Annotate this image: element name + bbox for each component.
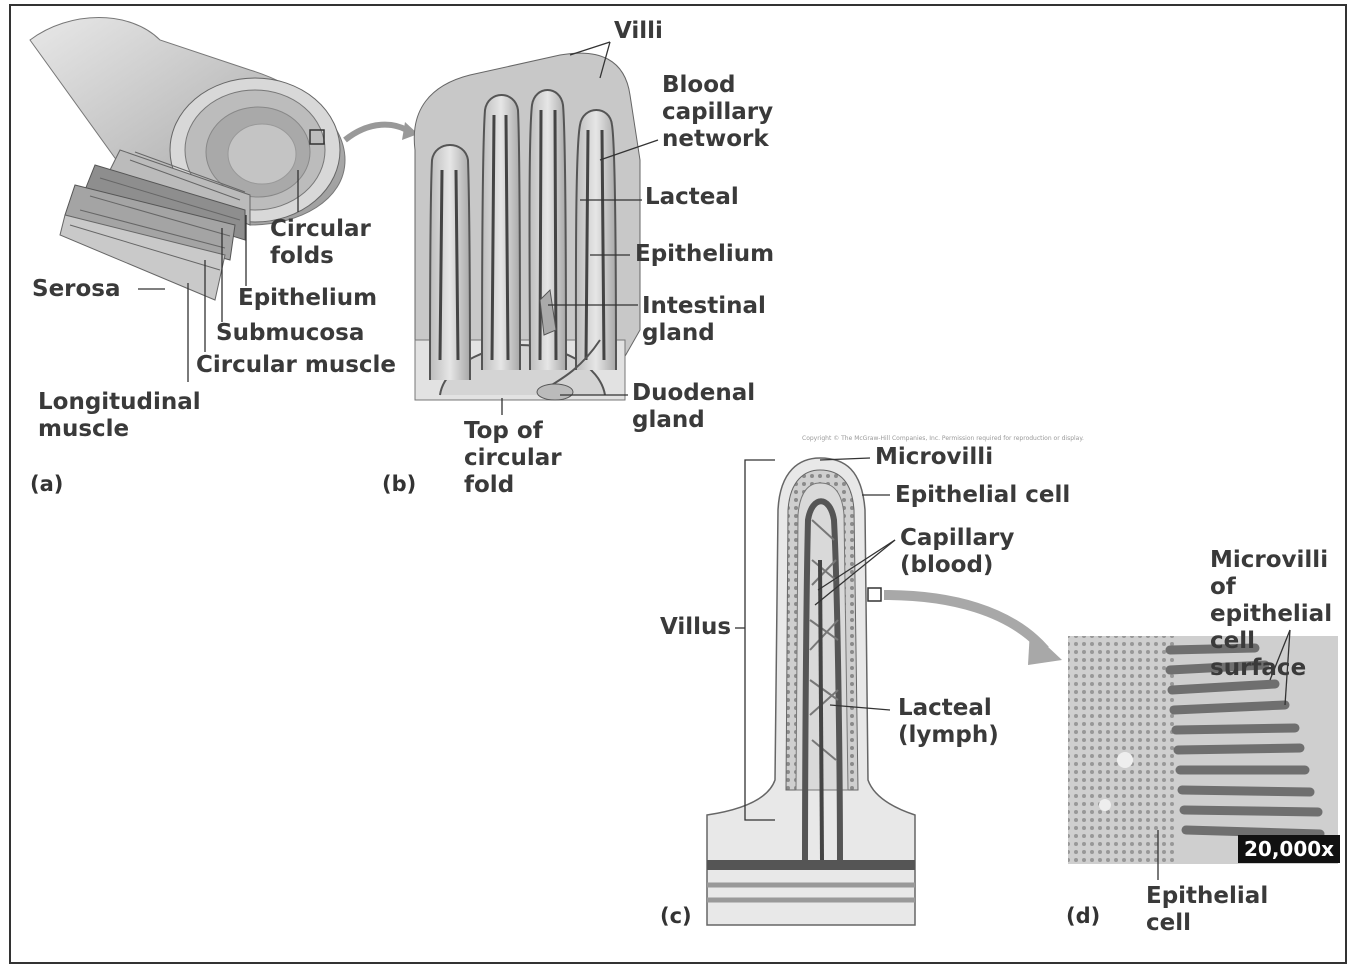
label-epithelium-b: Epithelium [635, 241, 774, 268]
villi-block-drawing [414, 53, 640, 400]
copyright-notice: Copyright © The McGraw-Hill Companies, I… [802, 435, 1084, 442]
label-circular-folds: Circular folds [270, 216, 371, 270]
label-duodenal-gland: Duodenal gland [632, 380, 755, 434]
label-epithelial-cell-c: Epithelial cell [895, 482, 1070, 509]
label-capillary-blood: Capillary (blood) [900, 525, 1014, 579]
label-blood-capillary-network: Blood capillary network [662, 72, 773, 153]
magnification-badge: 20,000x [1238, 835, 1340, 863]
label-villus: Villus [660, 614, 731, 641]
label-epithelium-a: Epithelium [238, 285, 377, 312]
label-submucosa: Submucosa [216, 320, 364, 347]
label-microvilli-surface: Microvilli of epithelial cell surface [1210, 547, 1355, 682]
panel-id-a: (a) [30, 472, 63, 496]
label-villi: Villi [614, 18, 663, 45]
panel-id-c: (c) [660, 904, 692, 928]
label-serosa: Serosa [32, 276, 121, 303]
panel-id-b: (b) [382, 472, 416, 496]
panel-id-d: (d) [1066, 904, 1100, 928]
label-epithelial-cell-d: Epithelial cell [1146, 883, 1268, 937]
label-top-of-circular-fold: Top of circular fold [464, 418, 562, 499]
label-lacteal-lymph: Lacteal (lymph) [898, 695, 999, 749]
label-longitudinal-muscle: Longitudinal muscle [38, 389, 201, 443]
label-circular-muscle: Circular muscle [196, 352, 396, 379]
label-lacteal-b: Lacteal [645, 184, 739, 211]
label-intestinal-gland: Intestinal gland [642, 293, 766, 347]
label-microvilli: Microvilli [875, 444, 993, 471]
